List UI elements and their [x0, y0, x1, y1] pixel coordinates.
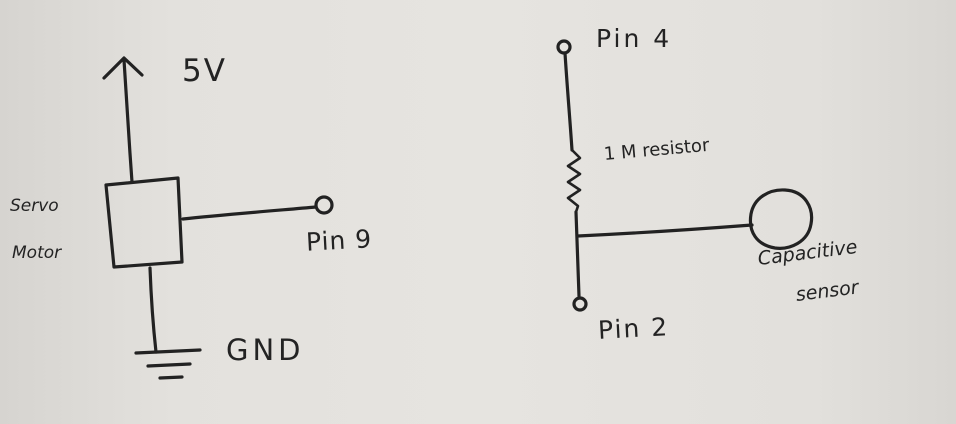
- sensor-wire: [576, 223, 754, 238]
- servo-label-line1: Servo: [10, 196, 59, 216]
- ground-wire: [148, 266, 158, 354]
- signal-wire: [181, 205, 318, 221]
- voltage-label: 5V: [182, 53, 227, 89]
- pin4-terminal: [556, 39, 572, 55]
- servo-label-line2: Motor: [12, 243, 62, 263]
- pin9-label: Pin 9: [305, 224, 373, 257]
- servo-circuit: [102, 56, 334, 380]
- ground-label: GND: [226, 333, 305, 367]
- capacitive-sensor-plate: [748, 188, 814, 250]
- pin4-label: Pin 4: [596, 24, 673, 53]
- pin2-wire: [574, 210, 581, 298]
- pin2-label: Pin 2: [597, 312, 670, 345]
- ground-symbol-icon: [134, 348, 202, 380]
- resistor-symbol-icon: [566, 148, 582, 214]
- sensor-circuit: [556, 39, 814, 312]
- pin9-terminal: [314, 195, 334, 215]
- servo-motor-box: [104, 176, 184, 269]
- pin4-wire: [563, 51, 574, 152]
- power-arrow-icon: [102, 56, 144, 80]
- pin2-terminal: [572, 296, 588, 312]
- power-wire: [122, 58, 134, 184]
